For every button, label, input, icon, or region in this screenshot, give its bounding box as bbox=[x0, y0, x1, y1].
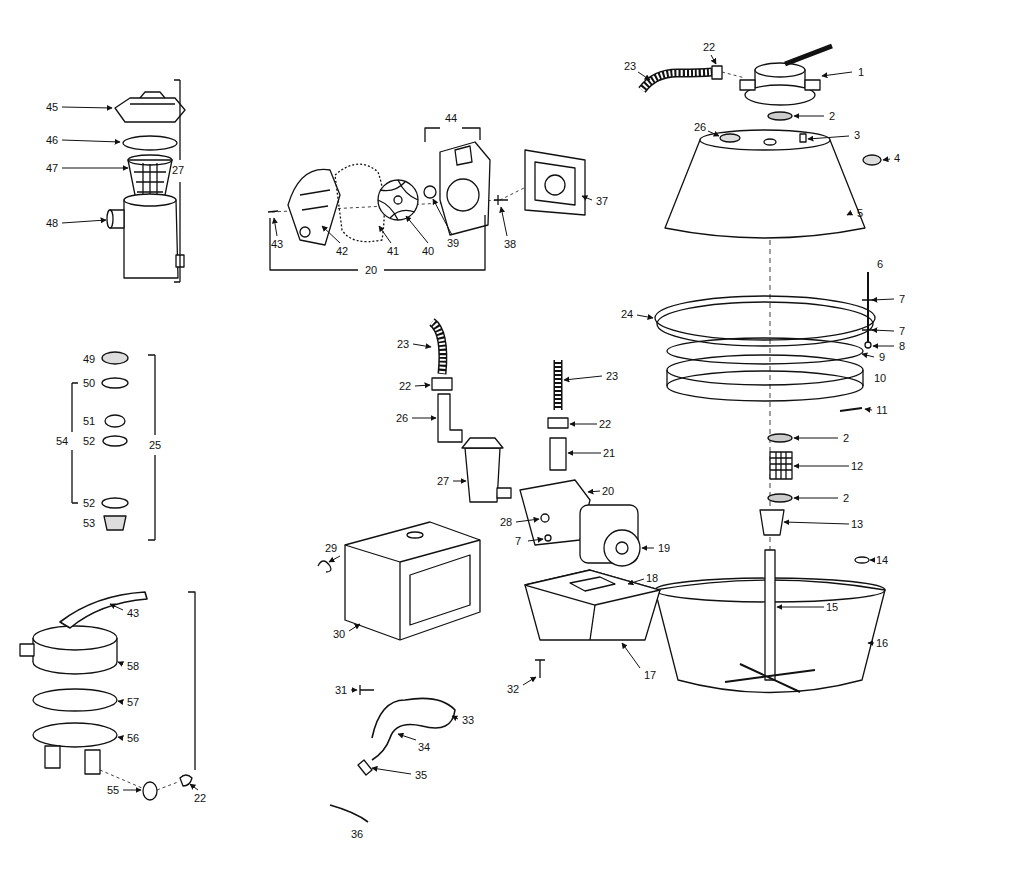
callout-number: 20 bbox=[363, 264, 379, 276]
callout-number: 21 bbox=[603, 447, 615, 459]
callout-number: 9 bbox=[879, 351, 885, 363]
callout-number: 25 bbox=[147, 439, 163, 451]
callout-number: 57 bbox=[127, 696, 139, 708]
callout-number: 27 bbox=[172, 164, 184, 176]
callout-number: 7 bbox=[899, 325, 905, 337]
callout-number: 12 bbox=[851, 460, 863, 472]
callout-number: 58 bbox=[127, 660, 139, 672]
callout-number: 7 bbox=[899, 293, 905, 305]
callout-number: 23 bbox=[397, 338, 409, 350]
callout-number: 43 bbox=[271, 238, 283, 250]
callout-number: 11 bbox=[876, 404, 887, 416]
callout-number: 54 bbox=[54, 435, 70, 447]
fitting-kit bbox=[72, 352, 155, 540]
callout-number: 18 bbox=[646, 572, 658, 584]
callout-number: 6 bbox=[877, 258, 883, 270]
callout-number: 17 bbox=[644, 669, 656, 681]
callout-number: 37 bbox=[596, 195, 608, 207]
callout-number: 16 bbox=[876, 637, 888, 649]
callout-number: 22 bbox=[599, 418, 611, 430]
callout-number: 46 bbox=[46, 134, 58, 146]
multiport-valve bbox=[20, 592, 195, 800]
callout-number: 27 bbox=[437, 475, 449, 487]
callout-number: 15 bbox=[826, 601, 838, 613]
callout-number: 31 bbox=[335, 684, 347, 696]
strainer-assembly bbox=[107, 80, 185, 282]
callout-number: 41 bbox=[387, 245, 399, 257]
callout-number: 26 bbox=[694, 121, 706, 133]
callout-number: 10 bbox=[874, 372, 886, 384]
callout-number: 29 bbox=[325, 542, 337, 554]
callout-number: 2 bbox=[843, 492, 849, 504]
callout-number: 35 bbox=[415, 769, 427, 781]
callout-number: 55 bbox=[107, 784, 119, 796]
callout-number: 33 bbox=[462, 714, 474, 726]
callout-number: 36 bbox=[351, 828, 363, 840]
callout-number: 2 bbox=[843, 432, 849, 444]
callout-number: 50 bbox=[83, 377, 95, 389]
callout-number: 22 bbox=[399, 380, 411, 392]
callout-number: 8 bbox=[899, 340, 905, 352]
callout-number: 24 bbox=[621, 308, 633, 320]
callout-number: 43 bbox=[127, 607, 139, 619]
callout-number: 14 bbox=[876, 554, 888, 566]
callout-number: 56 bbox=[127, 732, 139, 744]
callout-number: 52 bbox=[83, 435, 95, 447]
callout-number: 7 bbox=[515, 535, 521, 547]
callout-number: 39 bbox=[447, 237, 459, 249]
pump-exploded bbox=[268, 128, 585, 270]
callout-number: 53 bbox=[83, 517, 95, 529]
filter-tank bbox=[642, 46, 885, 693]
callout-number: 44 bbox=[445, 112, 457, 124]
callout-number: 1 bbox=[858, 66, 864, 78]
callout-number: 34 bbox=[418, 741, 430, 753]
callout-number: 22 bbox=[194, 792, 206, 804]
callout-number: 40 bbox=[422, 245, 434, 257]
callout-number: 19 bbox=[658, 542, 670, 554]
callout-number: 28 bbox=[500, 516, 512, 528]
leader-lines bbox=[62, 107, 128, 223]
callout-number: 20 bbox=[602, 485, 614, 497]
callout-number: 52 bbox=[83, 497, 95, 509]
callout-number: 42 bbox=[336, 245, 348, 257]
callout-number: 32 bbox=[507, 683, 519, 695]
callout-number: 3 bbox=[854, 129, 860, 141]
callout-number: 30 bbox=[333, 628, 345, 640]
callout-number: 5 bbox=[857, 207, 863, 219]
callout-number: 13 bbox=[851, 518, 863, 530]
callout-number: 49 bbox=[83, 353, 95, 365]
callout-number: 45 bbox=[46, 101, 58, 113]
callout-number: 2 bbox=[829, 110, 835, 122]
callout-number: 4 bbox=[894, 152, 900, 164]
callout-number: 47 bbox=[46, 162, 58, 174]
callout-number: 48 bbox=[46, 217, 58, 229]
callout-number: 51 bbox=[83, 415, 95, 427]
callout-number: 22 bbox=[703, 41, 715, 53]
pump-assembly bbox=[318, 322, 660, 822]
callout-number: 26 bbox=[396, 412, 408, 424]
callout-number: 23 bbox=[624, 60, 636, 72]
callout-number: 23 bbox=[606, 370, 618, 382]
callout-number: 38 bbox=[504, 238, 516, 250]
